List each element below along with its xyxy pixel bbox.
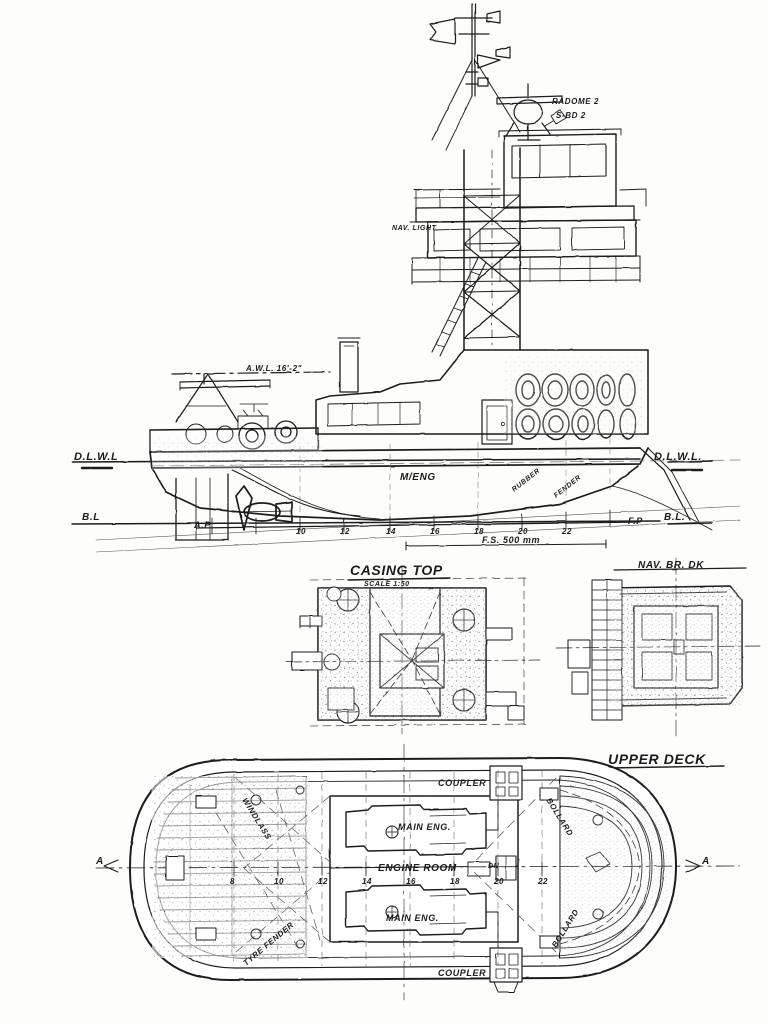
accommodation-block	[427, 219, 637, 259]
station-number: 14	[362, 877, 372, 886]
station-number: 18	[450, 877, 460, 886]
title-casing-top: CASING TOP	[350, 562, 443, 578]
station-number: 20	[517, 527, 528, 536]
station-number: 10	[274, 877, 284, 886]
hull-profile	[149, 447, 649, 541]
mast-tower-truss	[463, 147, 521, 351]
label-main-engine-stbd: MAIN ENG.	[386, 913, 439, 923]
label-radome-note-1: RADOME 2	[552, 97, 599, 106]
section-letter-left: A	[95, 856, 104, 867]
label-main-engine-port: MAIN ENG.	[398, 822, 451, 832]
station-number: 16	[406, 877, 416, 886]
label-rubber-fender-2: FENDER	[553, 474, 583, 499]
label-sounding: DN	[488, 863, 500, 870]
radar-note	[544, 109, 567, 127]
label-aft-perpendicular: A.P	[193, 520, 211, 530]
station-number: 10	[296, 527, 306, 536]
subtitle-casing-top: SCALE 1:50	[364, 581, 410, 588]
label-radome-note-2: S-BD 2	[556, 111, 586, 120]
label-awl-note: A.W.L. 16'-2"	[245, 364, 302, 373]
boat-deck-rails	[411, 255, 641, 285]
station-ticks	[211, 509, 611, 535]
profile-station-numbers: 10 12 14 16 18 20 22	[296, 527, 572, 536]
deck-station-numbers: 8 10 12 14 16 18 20 22	[230, 877, 548, 886]
a-w-l-line	[171, 371, 331, 375]
label-fore-perpendicular: F.P	[628, 516, 643, 526]
label-coupler-forward: COUPLER	[438, 778, 486, 788]
tower-ladder	[431, 257, 487, 357]
wheelhouse	[498, 128, 622, 209]
station-number: 22	[537, 877, 548, 886]
label-dlwl-left: D.L.W.L	[74, 451, 118, 463]
mast-assembly	[429, 3, 521, 151]
section-mark-a	[103, 859, 701, 873]
aft-derrick	[175, 373, 271, 423]
label-coupler-aft: COUPLER	[438, 968, 486, 978]
label-midship-engine: M/ENG	[400, 472, 436, 483]
radar-scanner	[496, 83, 563, 141]
label-nav-light-note: NAV. LIGHT	[392, 225, 437, 232]
coupler-forward	[489, 765, 523, 801]
coupler-aft	[489, 947, 523, 983]
shading-overlays	[152, 356, 742, 958]
label-bl-right: B.L.	[664, 512, 685, 523]
title-upper-deck: UPPER DECK	[608, 751, 706, 767]
label-bl-left: B.L	[82, 512, 100, 523]
label-dlwl-right: D.L.W.L.	[654, 451, 702, 463]
construction-lines	[95, 459, 741, 553]
station-number: 8	[230, 877, 235, 886]
funnel	[337, 337, 361, 393]
station-number: 20	[493, 877, 504, 886]
label-frame-spacing: F.S. 500 mm	[482, 535, 540, 545]
station-number: 16	[430, 527, 440, 536]
station-number: 12	[318, 877, 328, 886]
baseline-datum	[71, 520, 713, 525]
station-number: 12	[340, 527, 350, 536]
label-rubber-fender-1: RUBBER	[511, 467, 542, 493]
label-engine-room: ENGINE ROOM	[378, 863, 457, 874]
station-number: 14	[386, 527, 396, 536]
title-nav-bridge-deck: NAV. BR. DK	[638, 560, 704, 571]
station-number: 22	[561, 527, 572, 536]
station-number: 18	[474, 527, 484, 536]
section-letter-right: A	[701, 856, 710, 867]
station-grid-verticals	[299, 437, 611, 519]
frame-spacing-dimension	[405, 539, 607, 551]
